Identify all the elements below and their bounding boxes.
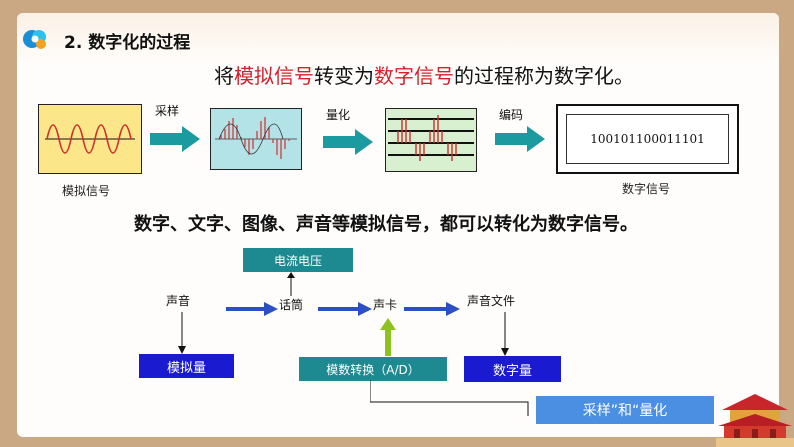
analog-signal-panel <box>38 104 142 174</box>
quantized-wave-graphic <box>388 115 474 161</box>
step-encode-label: 编码 <box>499 108 524 122</box>
slide-header-band <box>17 13 779 65</box>
arrow-down-icon <box>501 312 509 356</box>
sound-node: 声音 <box>166 294 191 308</box>
sound-file-node: 声音文件 <box>467 294 516 308</box>
intro-suffix: 的过程称为数字化。 <box>454 64 634 88</box>
digital-caption: 数字信号 <box>622 182 671 196</box>
analog-caption: 模拟信号 <box>62 184 111 198</box>
analog-wave-graphic <box>45 124 135 154</box>
palace-illustration-icon <box>716 394 794 447</box>
digital-signal-panel: 100101100011101 <box>556 104 739 174</box>
intro-prefix: 将 <box>214 64 234 88</box>
arrow-up-icon <box>287 272 295 296</box>
arrow-down-icon <box>178 312 186 354</box>
sampling-panel <box>210 108 302 170</box>
intro-sentence: 将模拟信号转变为数字信号的过程称为数字化。 <box>214 60 634 89</box>
sound-card-node: 声卡 <box>373 298 398 312</box>
step-quantize-label: 量化 <box>326 108 351 122</box>
logo-icon <box>23 30 46 49</box>
arrow-right-icon <box>318 302 372 316</box>
quantize-panel <box>385 108 477 172</box>
arrow-right-icon <box>323 129 373 155</box>
arrow-right-icon <box>226 302 278 316</box>
section-title: 2. 数字化的过程 <box>64 33 191 53</box>
annotation-connector <box>370 380 529 416</box>
intro-analog-term: 模拟信号 <box>234 64 314 88</box>
analog-quantity-box: 模拟量 <box>139 354 234 378</box>
intro-digital-term: 数字信号 <box>374 64 454 88</box>
conclusion-box: 采样”和“量化 <box>536 396 714 424</box>
mic-node: 话筒 <box>279 298 304 312</box>
intro-middle: 转变为 <box>314 64 374 88</box>
arrow-right-icon <box>150 126 200 152</box>
conversion-statement: 数字、文字、图像、声音等模拟信号，都可以转化为数字信号。 <box>134 214 638 235</box>
digital-quantity-box: 数字量 <box>464 356 561 382</box>
ad-conversion-box: 模数转换（A/D） <box>299 357 447 381</box>
voltage-box: 电流电压 <box>243 248 353 272</box>
arrow-right-icon <box>404 302 460 316</box>
step-sampling-label: 采样 <box>155 104 180 118</box>
binary-output: 100101100011101 <box>566 114 729 164</box>
sampled-wave-graphic <box>215 117 297 159</box>
arrow-up-icon <box>380 318 396 356</box>
arrow-right-icon <box>495 126 545 152</box>
